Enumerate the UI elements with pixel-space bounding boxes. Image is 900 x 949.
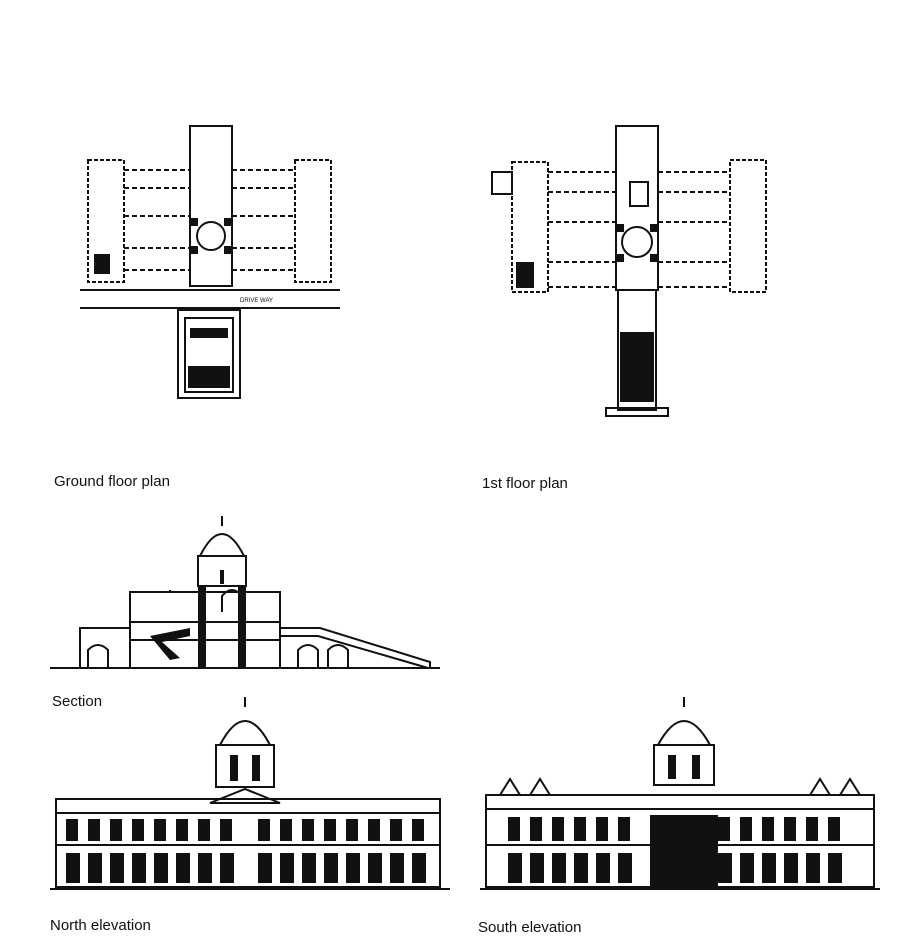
driveway-label: DRIVE WAY [240,298,273,304]
south-elevation [480,695,880,891]
section-caption: Section [52,693,103,710]
first-floor-plan-drawing [491,125,767,417]
ground-floor-plan: DRIVE WAY [70,118,350,408]
first-floor-plan [488,122,773,422]
north-arcade-lower [66,755,426,883]
south-elevation-caption: South elevation [478,919,582,936]
section-drawing [50,512,442,680]
north-elevation-svg [50,697,450,890]
ground-floor-plan-drawing: DRIVE WAY [80,125,340,399]
first-floor-caption: 1st floor plan [482,475,568,492]
section-svg [50,516,440,669]
ground-floor-caption: Ground floor plan [54,473,170,490]
south-arcade-upper [508,817,840,841]
north-elevation [50,695,450,891]
south-arcade-lower [508,755,842,887]
north-elevation-caption: North elevation [50,917,151,934]
south-elevation-svg [480,697,880,890]
north-arcade-upper [66,819,424,841]
